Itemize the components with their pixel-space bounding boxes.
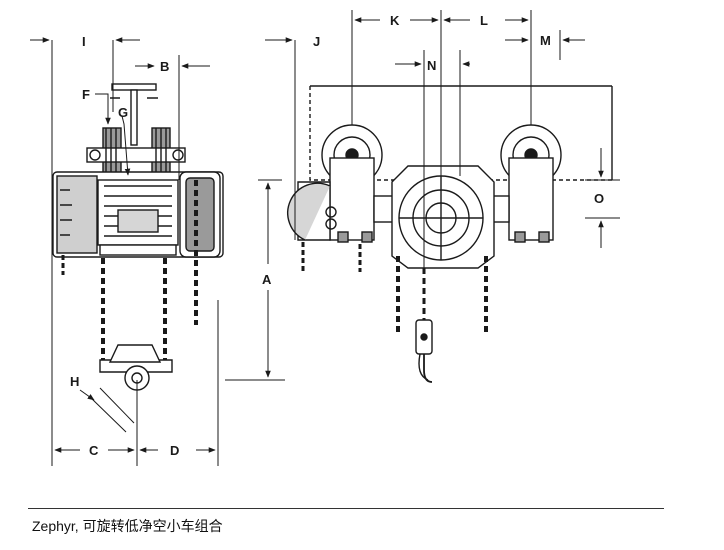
hoist-body [52, 171, 224, 258]
chains-front [301, 242, 488, 332]
beam-section [110, 83, 158, 146]
bottom-hook-side [99, 344, 173, 391]
label-O: O [594, 191, 604, 206]
front-view [287, 85, 613, 383]
label-H: H [70, 374, 79, 389]
caption-rule [28, 508, 664, 509]
dimension-labels: I B F G H C D A J K L M N O [70, 13, 604, 458]
side-view [52, 83, 224, 391]
label-L: L [480, 13, 488, 28]
dimension-lines [30, 10, 620, 466]
hoist-dimension-diagram: I B F G H C D A J K L M N O [30, 10, 620, 466]
label-K: K [390, 13, 400, 28]
label-D: D [170, 443, 179, 458]
gear-housing [391, 165, 495, 269]
label-J: J [313, 34, 320, 49]
label-A: A [262, 272, 272, 287]
label-G: G [118, 105, 128, 120]
label-I: I [82, 34, 86, 49]
figure-caption: Zephyr, 可旋转低净空小车组合 [32, 518, 223, 534]
label-N: N [427, 58, 436, 73]
chains-side [61, 180, 198, 365]
label-F: F [82, 87, 90, 102]
trolley-wheel-left [321, 124, 383, 243]
label-C: C [89, 443, 99, 458]
label-B: B [160, 59, 169, 74]
label-M: M [540, 33, 551, 48]
trolley-wheel-right [500, 124, 562, 243]
bottom-hook-front [415, 319, 433, 383]
